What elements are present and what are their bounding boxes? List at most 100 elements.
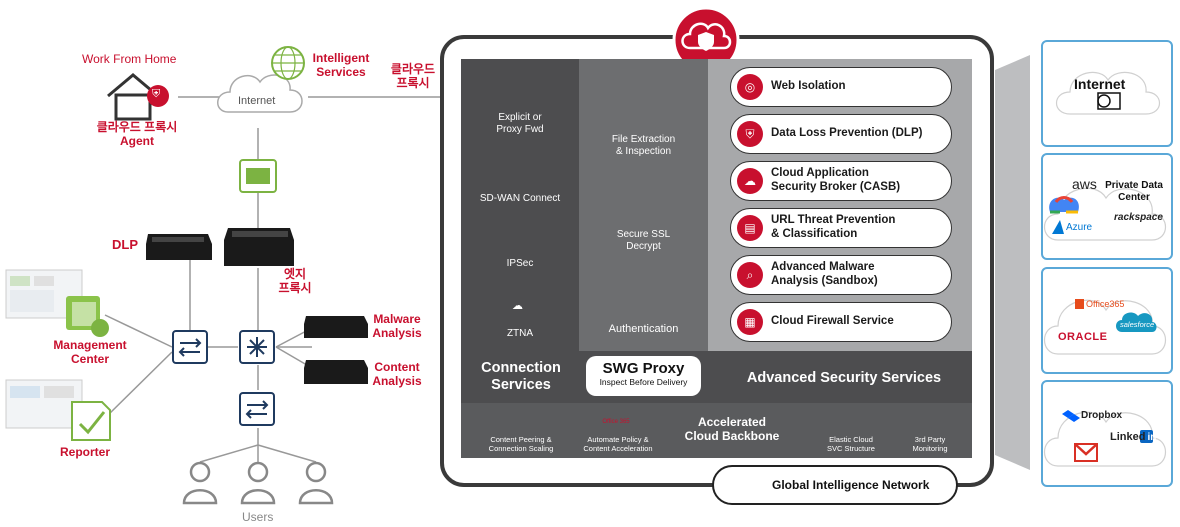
rackspace-logo: rackspace [1114,212,1163,223]
work-from-home-label: Work From Home [82,52,177,66]
elastic-line1: Elastic Cloud [829,435,873,444]
pill-line2: Analysis (Sandbox) [771,275,878,287]
pill-line1: URL Threat Prevention [771,214,896,227]
file-line1: File Extraction [611,134,676,145]
edge-proxy-line2: 프록시 [278,280,312,295]
content-peering-label: Content Peering & Connection Scaling [476,435,566,453]
policy-line2: Content Acceleration [583,443,653,453]
malware-search-icon: ⌕ [737,262,763,288]
gin-globe-icon [737,474,759,496]
pill-line1: Advanced Malware [771,261,875,274]
salesforce-logo: salesforce [1120,320,1155,329]
advanced-security-label: Advanced Security Services [746,370,942,386]
ipsec-tunnel-icon [500,225,540,247]
gin-label: Global Intelligence Network [772,478,930,492]
explicit-line1: Explicit or [498,112,542,123]
dlp-shield-icon: ⛨ [737,121,763,147]
intelligent-services-label: Intelligent Services [306,51,376,80]
pill-malware: ⌕ Advanced Malware Analysis (Sandbox) [730,255,952,295]
management-center-label: Management Center [40,338,140,367]
pill-line1: Data Loss Prevention (DLP) [771,127,923,140]
file-inspection-icon [627,80,667,122]
elastic-line2: SVC Structure [827,443,875,453]
internet-card [1041,40,1173,147]
backbone-line2: Cloud Backbone [684,429,780,444]
shield-icon: ⛨ [152,88,161,100]
ssl-line2: Decrypt [626,241,661,252]
peering-line1: Content Peering & [490,435,552,444]
malware-analysis-line1: Malware [373,312,421,326]
pill-dlp: ⛨ Data Loss Prevention (DLP) [730,114,952,154]
management-center-line2: Center [70,351,109,366]
azure-icon [1052,220,1064,234]
elastic-cloud-icon [826,404,878,432]
dlp-label: DLP [112,237,138,252]
pill-url-threat: ▤ URL Threat Prevention & Classification [730,208,952,248]
pill-line1: Cloud Firewall Service [771,315,894,328]
office365-icon [1075,299,1084,309]
url-document-icon: ▤ [737,215,763,241]
pill-firewall: ▦ Cloud Firewall Service [730,302,952,342]
ztna-cloud-icon: ☁ [512,300,523,312]
ztna-label: ZTNA [506,328,534,339]
malware-analysis-label: Malware Analysis [368,312,426,341]
internet-cloud-label: Internet [238,95,276,107]
content-analysis-line1: Content [374,360,420,374]
sdwan-arrows-icon [505,148,535,178]
azure-logo: Azure [1066,222,1093,233]
firewall-icon [247,166,271,186]
share-icon [919,408,941,430]
dropbox-logo: Dropbox [1081,410,1123,421]
management-center-line1: Management [53,338,127,352]
authentication-label: Authentication [608,323,679,335]
casb-cloud-icon: ☁ [737,168,763,194]
saas-card [1041,267,1173,374]
users-group-icon [492,408,540,428]
swg-proxy-subtitle: Inspect Before Delivery [599,377,688,387]
cloud-proxy-agent-line1: 클라우드 프록시 [96,120,178,134]
swg-proxy-box: SWG Proxy Inspect Before Delivery [586,356,701,396]
third-party-label: 3rd Party Monitoring [894,435,966,453]
private-line1: Private Data [1105,180,1163,191]
ssl-line1: Secure SSL [616,229,671,240]
explicit-proxy-label: Explicit or Proxy Fwd [470,112,570,136]
reporter-label: Reporter [60,445,111,459]
gmail-icon [1074,443,1098,462]
lock-icon [620,179,666,219]
elastic-cloud-label: Elastic Cloud SVC Structure [806,435,896,453]
pill-line1: Web Isolation [771,80,846,93]
file-line2: & Inspection [615,146,672,157]
aws-logo: aws [1072,176,1097,192]
internet-card-label: Internet [1074,76,1126,92]
intelligent-services-line1: Intelligent [312,51,370,65]
backbone-band [461,403,972,458]
file-extraction-label: File Extraction & Inspection [583,134,704,158]
connection-line1: Connection [481,360,561,376]
cloud-proxy-agent-line2: Agent [120,133,154,148]
private-datacenter-card [1041,153,1173,260]
backbone-line1: Accelerated [697,415,767,429]
global-intelligence-network [712,465,958,505]
malware-analysis-line2: Analysis [372,325,422,340]
explicit-line2: Proxy Fwd [496,124,544,135]
google-cloud-icon [1048,194,1080,212]
office365-logo: Office365 [1086,299,1125,309]
pill-line2: & Classification [771,228,858,240]
cloud-proxy-agent-label: 클라우드 프록시 Agent [82,120,192,149]
secure-ssl-label: Secure SSL Decrypt [583,229,704,253]
firewall-brick-icon: ▦ [737,309,763,335]
connection-services-label: Connection Services [466,360,576,395]
intelligent-services-line2: Services [316,64,366,79]
dropbox-icon [1062,410,1080,422]
apps-card [1041,380,1173,487]
cloud-proxy-line2: 프록시 [396,75,430,90]
fingerprint-icon [628,286,658,318]
inspection-column [579,59,708,351]
ipsec-label: IPSec [506,258,534,269]
content-analysis-line2: Analysis [372,373,422,388]
edge-proxy-label: 엣지 프록시 [270,267,320,296]
peering-line2: Connection Scaling [488,443,554,453]
oracle-logo: ORACLE [1058,331,1108,343]
third-line1: 3rd Party [914,435,946,444]
